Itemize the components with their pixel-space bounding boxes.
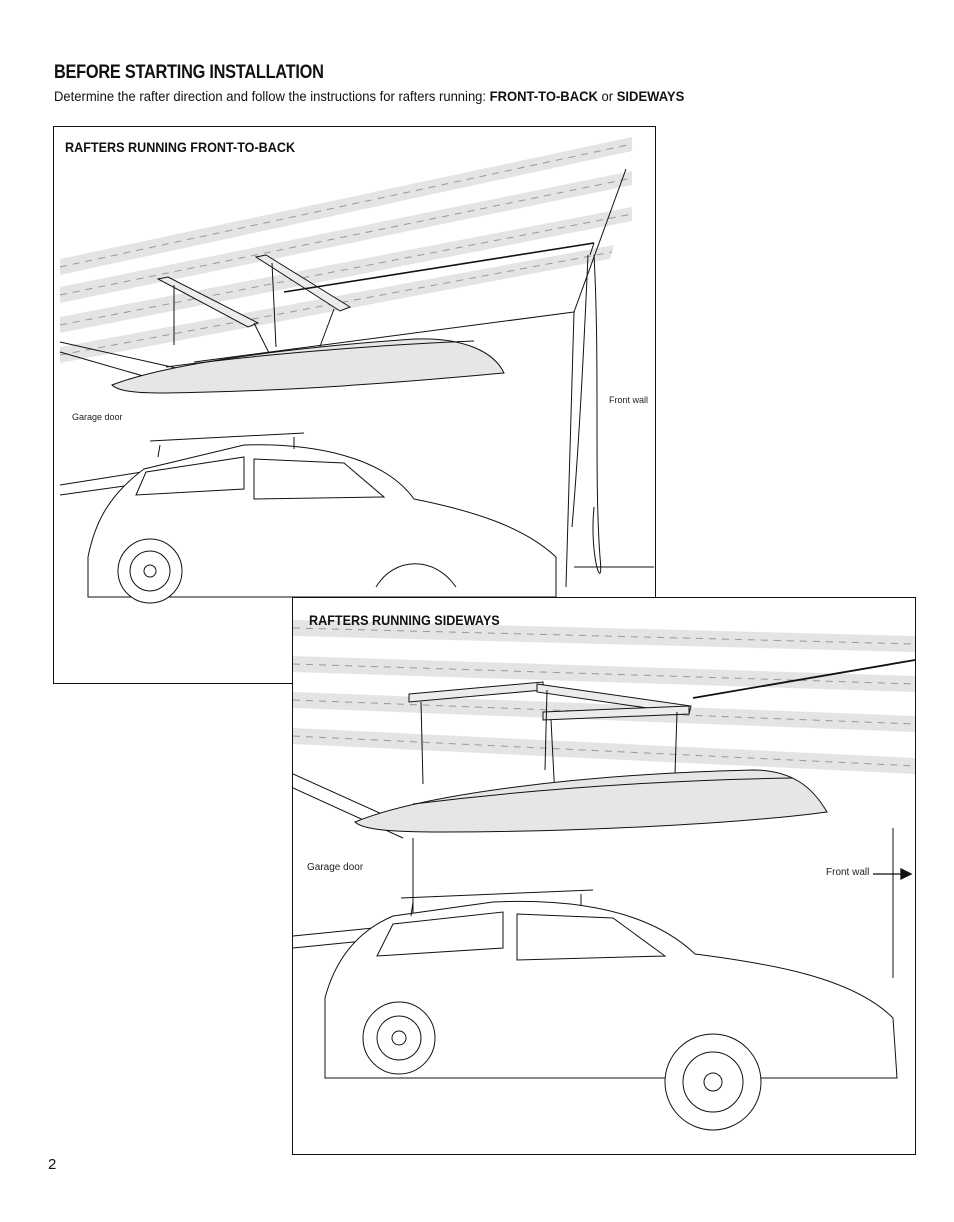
label-garage-door: Garage door xyxy=(72,412,123,422)
intro-option-sideways: SIDEWAYS xyxy=(616,88,685,104)
illustration-front-to-back xyxy=(59,137,654,604)
kayak xyxy=(111,338,505,394)
panel-front-to-back: RAFTERS RUNNING FRONT-TO-BACK Garage doo… xyxy=(53,126,656,684)
illustration-sideways xyxy=(293,620,915,1131)
ceiling-rafters xyxy=(293,620,915,774)
intro-connector: or xyxy=(597,88,617,104)
kayak xyxy=(354,769,828,833)
car xyxy=(87,432,557,604)
hoist-brackets xyxy=(408,681,692,799)
front-wall-arrow xyxy=(873,867,913,881)
rafter-dashes xyxy=(59,143,633,356)
label-front-wall: Front wall xyxy=(826,867,870,878)
panel-title-sideways: RAFTERS RUNNING SIDEWAYS xyxy=(309,612,500,628)
hoist-rope xyxy=(692,659,915,699)
page-number: 2 xyxy=(48,1156,57,1173)
label-garage-door: Garage door xyxy=(307,862,364,873)
intro-text: Determine the rafter direction and follo… xyxy=(54,88,490,104)
hoist-rope xyxy=(283,242,602,574)
intro-option-front-to-back: FRONT-TO-BACK xyxy=(489,88,598,104)
panel-title-front-to-back: RAFTERS RUNNING FRONT-TO-BACK xyxy=(65,139,296,155)
page-heading: BEFORE STARTING INSTALLATION xyxy=(54,62,324,83)
intro-paragraph: Determine the rafter direction and follo… xyxy=(54,88,684,104)
panel-sideways: RAFTERS RUNNING SIDEWAYS Garage door Fro… xyxy=(292,597,916,1155)
label-front-wall: Front wall xyxy=(609,395,649,405)
car xyxy=(324,889,898,1131)
